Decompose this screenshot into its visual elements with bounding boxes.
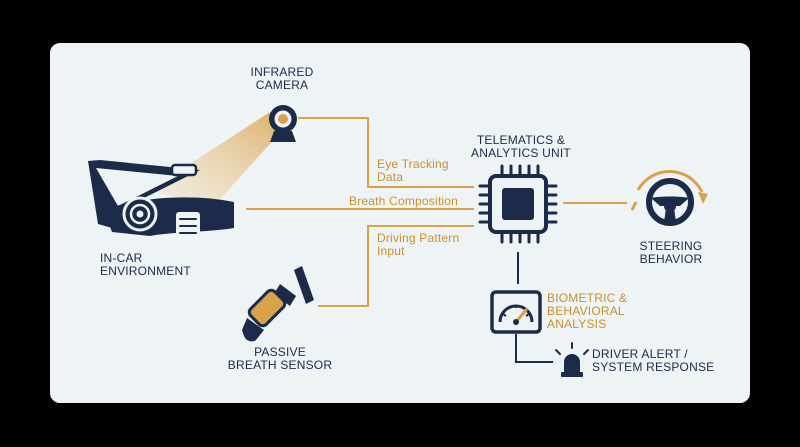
- biometric-analysis-label: BIOMETRIC & BEHAVIORAL ANALYSIS: [547, 291, 628, 331]
- eye-tracking-label: Eye Tracking Data: [377, 157, 449, 184]
- connectors: [246, 117, 627, 307]
- driving-pattern-label: Driving Pattern Input: [377, 231, 460, 258]
- steering-behavior-label: STEERING BEHAVIOR: [639, 239, 703, 266]
- eye-tracking-line: [298, 117, 474, 188]
- in-car-environment-label: IN-CAR ENVIRONMENT: [100, 251, 191, 278]
- passive-breath-sensor-label: PASSIVE BREATH SENSOR: [227, 345, 333, 372]
- breath-sensor-icon: [242, 266, 314, 342]
- siren-alert-icon: [555, 342, 589, 377]
- car-interior-icon: [88, 160, 234, 240]
- infrared-camera-label: INFRARED CAMERA: [250, 65, 314, 92]
- analysis-connectors: [515, 252, 553, 363]
- breath-composition-label: Breath Composition: [349, 194, 458, 208]
- gauge-monitor-icon: [490, 290, 542, 334]
- analysis-to-alert-line: [515, 334, 553, 363]
- driver-alert-label: DRIVER ALERT / SYSTEM RESPONSE: [592, 347, 715, 374]
- infrared-beam: [150, 112, 286, 208]
- infrared-camera-icon: [269, 105, 297, 142]
- telematics-unit-label: TELEMATICS & ANALYTICS UNIT: [471, 133, 571, 160]
- driving-pattern-line: [318, 225, 474, 307]
- steering-wheel-icon: [630, 169, 708, 226]
- chip-icon: [478, 164, 558, 244]
